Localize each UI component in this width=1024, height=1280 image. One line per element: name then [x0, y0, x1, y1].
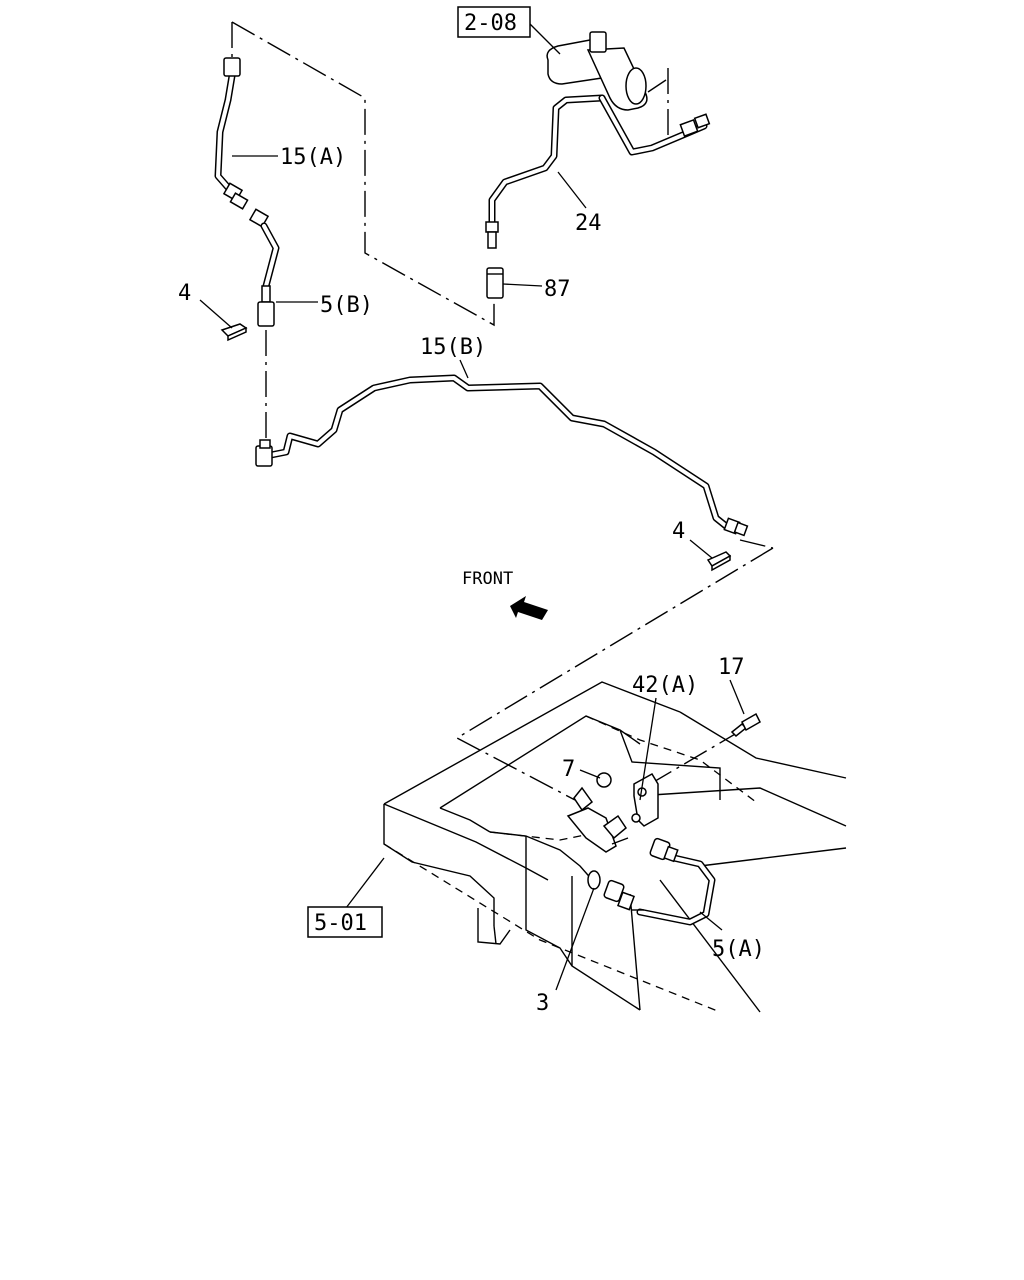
label-5a: 5(A) — [712, 937, 765, 962]
master-cylinder — [546, 31, 667, 111]
valve-bracket — [566, 786, 629, 853]
callout-ref-2-08-text: 2-08 — [464, 11, 517, 36]
hose-15a — [214, 57, 280, 290]
callout-ref-5-01[interactable]: 5-01 — [307, 906, 383, 938]
frame-5-01 — [383, 681, 847, 1013]
clip-4-left — [220, 323, 248, 342]
label-15a: 15(A) — [280, 145, 346, 170]
leader-lines — [199, 23, 745, 991]
callout-ref-2-08[interactable]: 2-08 — [457, 6, 531, 38]
hose-5a — [603, 837, 716, 926]
label-87: 87 — [544, 277, 571, 302]
hose-15b — [255, 374, 749, 537]
label-4-right: 4 — [672, 519, 685, 544]
washer-3 — [587, 870, 601, 890]
hose-5b — [257, 285, 275, 327]
pipe-24 — [485, 94, 711, 249]
bracket-42a — [631, 772, 659, 827]
label-42a: 42(A) — [632, 673, 698, 698]
label-17: 17 — [718, 655, 745, 680]
front-arrow — [510, 596, 548, 620]
fitting-87 — [486, 267, 504, 299]
label-4-left: 4 — [178, 281, 191, 306]
callout-ref-5-01-text: 5-01 — [314, 911, 367, 936]
label-24: 24 — [575, 211, 602, 236]
label-5b: 5(B) — [320, 293, 373, 318]
clip-4-right — [706, 551, 732, 572]
label-7: 7 — [562, 757, 575, 782]
bolt-17 — [730, 712, 761, 738]
nut-7 — [596, 772, 612, 788]
label-15b: 15(B) — [420, 335, 486, 360]
front-label: FRONT — [462, 569, 513, 589]
assembly-lines — [231, 21, 774, 801]
label-3: 3 — [536, 991, 549, 1016]
